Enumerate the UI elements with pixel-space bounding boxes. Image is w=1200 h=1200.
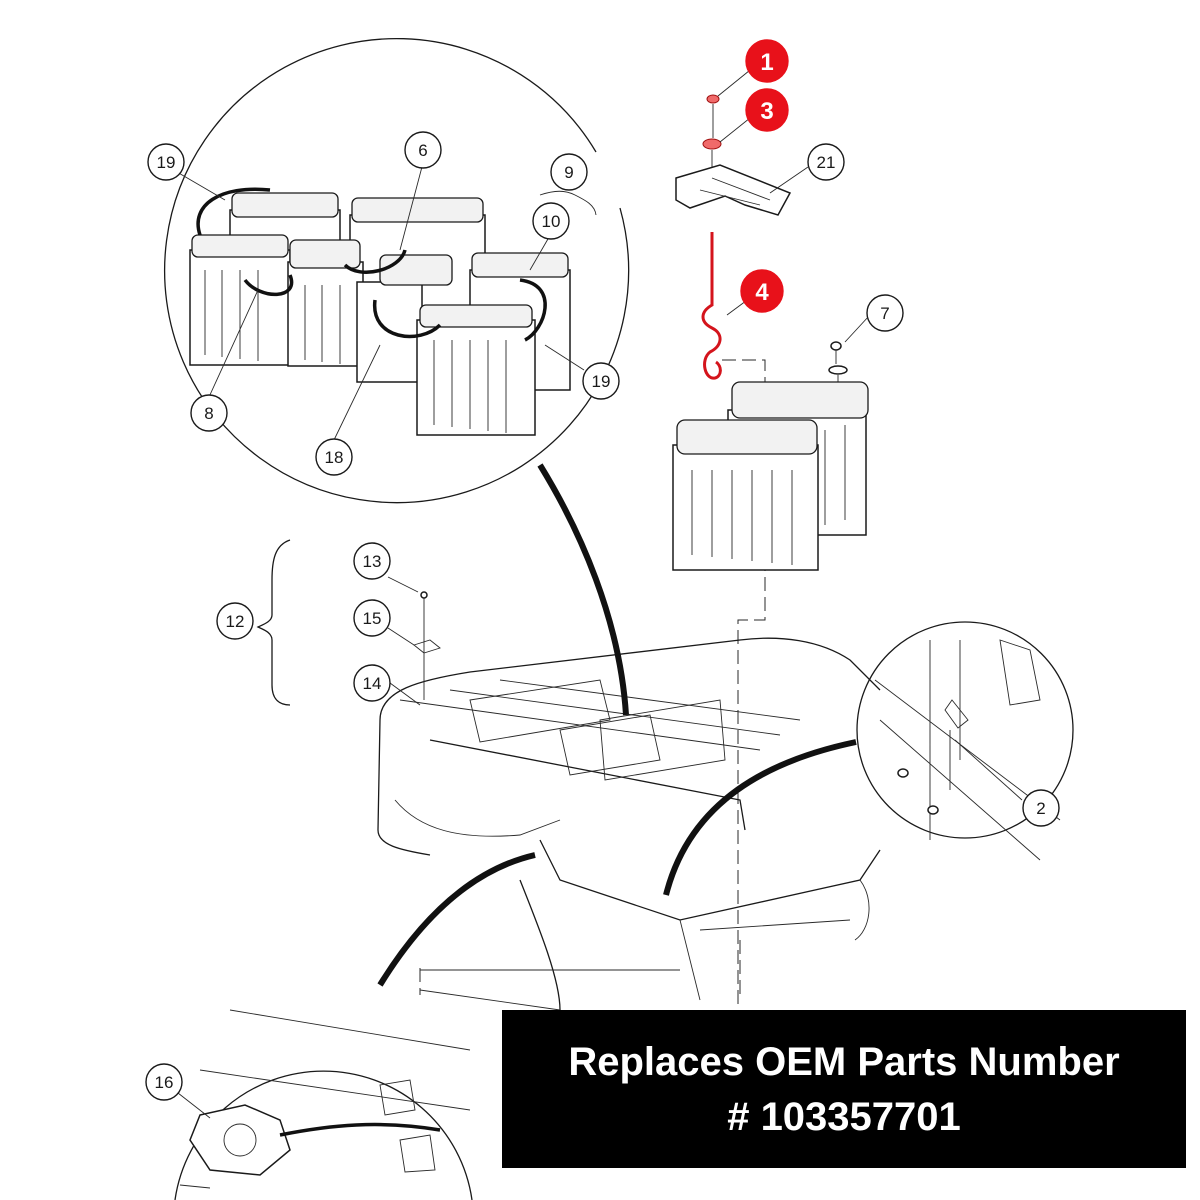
svg-text:10: 10 <box>542 212 561 231</box>
callout-7: 7 <box>866 294 904 332</box>
svg-text:18: 18 <box>325 448 344 467</box>
svg-text:19: 19 <box>157 153 176 172</box>
callout-16: 16 <box>145 1063 183 1101</box>
banner-part-number: # 103357701 <box>727 1095 961 1139</box>
svg-text:12: 12 <box>226 612 245 631</box>
svg-text:7: 7 <box>880 304 889 323</box>
svg-text:9: 9 <box>564 163 573 182</box>
svg-text:16: 16 <box>155 1073 174 1092</box>
callout-9: 9 <box>550 153 588 191</box>
oem-part-number-banner: Replaces OEM Parts Number # 103357701 <box>502 1010 1186 1168</box>
svg-text:15: 15 <box>363 609 382 628</box>
callout-13: 13 <box>353 542 391 580</box>
callout-19-right: 19 <box>582 362 620 400</box>
svg-text:14: 14 <box>363 674 382 693</box>
callout-6: 6 <box>404 131 442 169</box>
svg-text:3: 3 <box>760 98 773 125</box>
tie-down-rod-part-4 <box>701 232 722 380</box>
battery-holddown-exploded-view <box>672 61 870 1060</box>
svg-text:19: 19 <box>592 372 611 391</box>
banner-title: Replaces OEM Parts Number <box>568 1040 1120 1084</box>
detail-arrows <box>377 463 857 987</box>
callout-2: 2 <box>1022 789 1060 827</box>
svg-text:21: 21 <box>817 153 836 172</box>
callout-4-highlighted: 4 <box>740 269 784 313</box>
washer-part-3 <box>702 138 722 150</box>
callout-1-highlighted: 1 <box>745 39 789 83</box>
svg-text:2: 2 <box>1036 799 1045 818</box>
mount-detail-right <box>856 621 1074 861</box>
svg-text:13: 13 <box>363 552 382 571</box>
callout-15: 15 <box>353 599 391 637</box>
callout-21: 21 <box>807 143 845 181</box>
callout-10: 10 <box>532 202 570 240</box>
callout-12: 12 <box>216 602 254 640</box>
connector-detail-bottom <box>174 1009 473 1200</box>
callout-8: 8 <box>190 394 228 432</box>
svg-text:6: 6 <box>418 141 427 160</box>
nut-part-1 <box>706 94 720 104</box>
svg-text:1: 1 <box>760 49 773 76</box>
battery-pack-detail <box>163 37 630 504</box>
callout-19-top: 19 <box>147 143 185 181</box>
cart-body-outline <box>256 539 881 1011</box>
callout-14: 14 <box>353 664 391 702</box>
callout-3-highlighted: 3 <box>745 88 789 132</box>
callout-18: 18 <box>315 438 353 476</box>
svg-text:8: 8 <box>204 404 213 423</box>
svg-text:4: 4 <box>755 279 769 306</box>
